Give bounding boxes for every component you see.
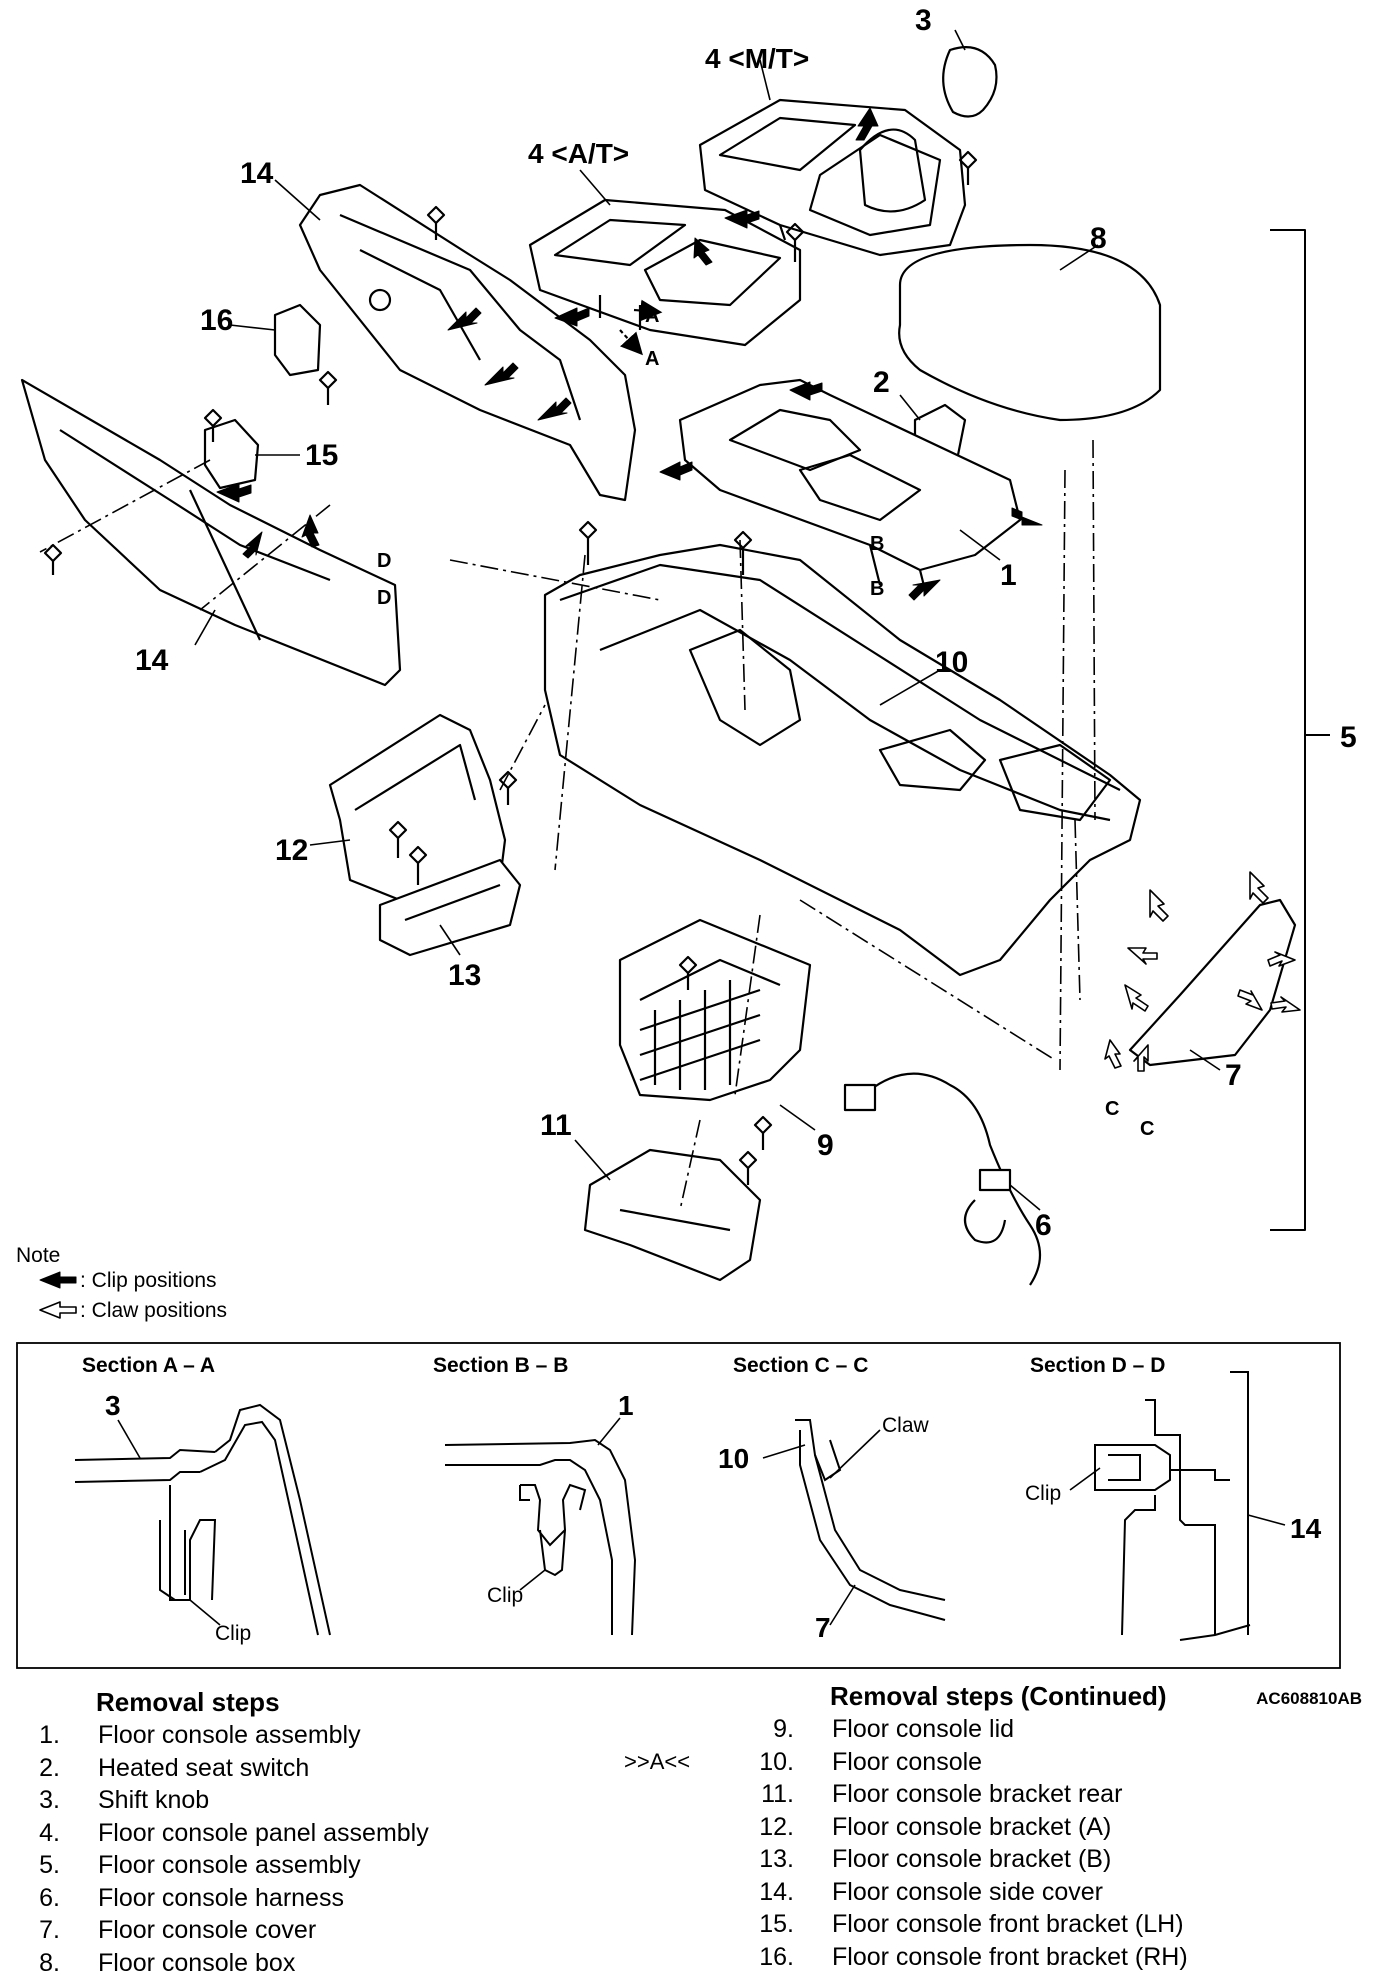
section-dd-title: Section D – D [1030,1354,1165,1377]
callout-16: 16 [200,304,233,337]
console-harness [845,1074,1040,1285]
exploded-diagram: 3 4 <M/T> 4 <A/T> 14 16 8 2 15 1 14 10 5… [0,0,1376,1345]
step-item: 9.Floor console lid [734,1713,1334,1746]
callout-14-upper: 14 [240,157,274,190]
console-box [620,920,810,1100]
step-item: 15.Floor console front bracket (LH) [734,1908,1334,1941]
section-bb-title: Section B – B [433,1354,568,1377]
removal-steps: Removal steps 1.Floor console assembly 2… [0,1685,1376,1978]
console-lid [899,245,1160,420]
console-cover [1130,900,1295,1065]
callout-5: 5 [1340,721,1357,754]
step-item: 3.Shift knob [0,1784,600,1817]
section-cc-num-top: 10 [718,1443,749,1474]
removal-steps-title: Removal steps [0,1685,600,1719]
section-bb-num: 1 [618,1390,634,1421]
step-item: 13.Floor console bracket (B) [734,1843,1334,1876]
bracket-rear [585,1150,760,1280]
section-mark-a2: A [645,348,659,370]
section-mark-b2: B [870,578,884,600]
section-mark-a1: A [645,305,659,327]
callout-12: 12 [275,834,308,867]
callout-7: 7 [1225,1059,1242,1092]
section-cc-title: Section C – C [733,1354,868,1377]
callout-9: 9 [817,1129,834,1162]
note-claw-text: : Claw positions [80,1299,227,1322]
floor-console [545,545,1140,975]
step-item: 8.Floor console box [0,1947,600,1979]
section-cc-label: Claw [882,1414,930,1437]
step-item: 2.Heated seat switch [0,1752,600,1785]
section-mark-d2: D [377,587,391,609]
note-title: Note [16,1244,60,1267]
step-item: 11.Floor console bracket rear [734,1778,1334,1811]
shift-knob [943,47,996,116]
step-item: 12.Floor console bracket (A) [734,1811,1334,1844]
callout-3: 3 [915,4,932,37]
section-cc-num-bottom: 7 [815,1612,831,1643]
removal-steps-right: Removal steps (Continued) 9.Floor consol… [734,1679,1334,1973]
step-item: 16.Floor console front bracket (RH) [734,1941,1334,1974]
step-item: 4.Floor console panel assembly [0,1817,600,1850]
step-item: 14.Floor console side cover [734,1876,1334,1909]
group-bracket [1270,230,1305,1230]
callout-15: 15 [305,439,338,472]
step-item: 6.Floor console harness [0,1882,600,1915]
section-bb-label: Clip [487,1584,523,1607]
front-bracket-rh [275,305,320,375]
section-mark-d1: D [377,550,391,572]
section-mark-b1: B [870,533,884,555]
step-item: 5.Floor console assembly [0,1849,600,1882]
removal-steps-title-continued: Removal steps (Continued) [734,1679,1334,1713]
step-item: 1.Floor console assembly [0,1719,600,1752]
section-aa-label: Clip [215,1622,251,1645]
callout-10: 10 [935,646,968,679]
sections-panel: Section A – A Section B – B Section C – … [0,1340,1376,1675]
section-dd-label: Clip [1025,1482,1061,1505]
step-mark: >>A<< [624,1746,690,1779]
callout-6: 6 [1035,1209,1052,1242]
section-mark-c1: C [1105,1098,1119,1120]
callout-14-lower: 14 [135,644,169,677]
callout-4-at: 4 <A/T> [528,138,629,169]
callout-13: 13 [448,959,481,992]
section-aa-title: Section A – A [82,1354,215,1377]
callout-11: 11 [540,1109,572,1142]
section-dd-num: 14 [1290,1513,1322,1544]
note-clip-text: : Clip positions [80,1269,217,1292]
section-mark-c2: C [1140,1118,1154,1140]
callout-4-mt: 4 <M/T> [705,43,809,74]
callout-8: 8 [1090,222,1107,255]
side-cover-lower [22,380,400,685]
callout-2: 2 [873,366,890,399]
removal-steps-left: Removal steps 1.Floor console assembly 2… [0,1685,600,1979]
step-item: >>A<<10.Floor console [734,1746,1334,1779]
callout-1: 1 [1000,559,1017,592]
step-item: 7.Floor console cover [0,1914,600,1947]
section-aa-num: 3 [105,1390,121,1421]
